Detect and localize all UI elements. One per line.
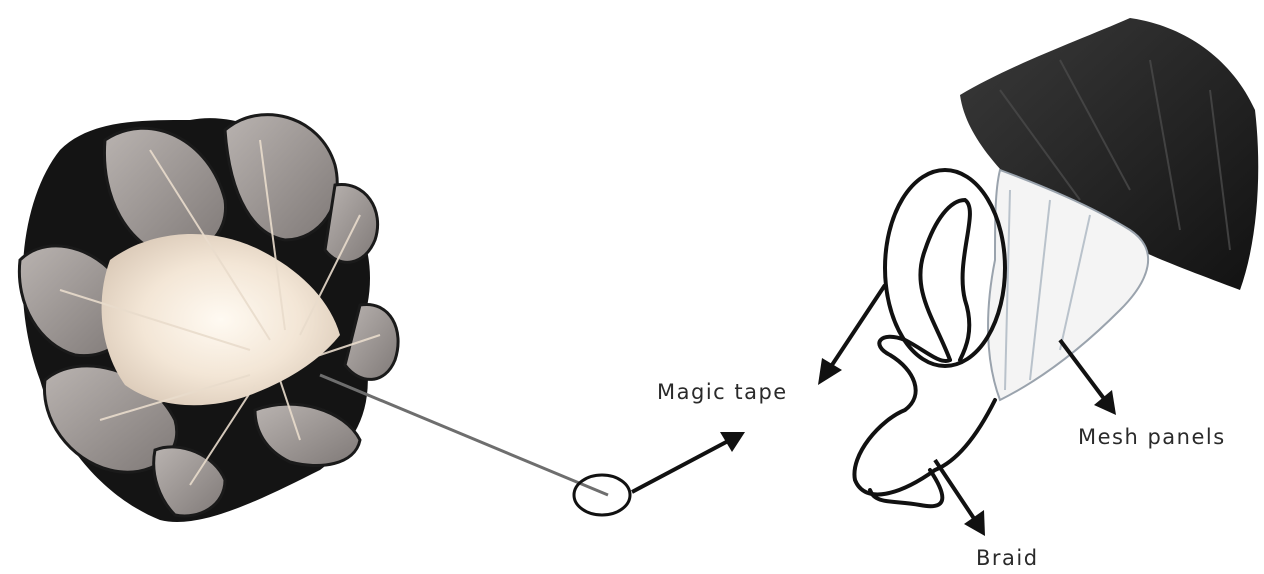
mesh-panels-label: Mesh panels: [1078, 425, 1226, 449]
magic-tape-label: Magic tape: [657, 380, 788, 404]
arrow-head-mesh-panels: [1094, 390, 1116, 415]
packed-parachute: [818, 18, 1258, 536]
braid-label: Braid: [976, 546, 1039, 570]
attachment-highlight-circle: [574, 475, 630, 515]
arrow-head-magic-tape: [818, 358, 842, 385]
arrow-head-braid: [964, 510, 985, 536]
open-parachute: [19, 115, 745, 522]
tow-cord: [320, 375, 608, 495]
magic-tape-highlight-oval: [885, 170, 1005, 366]
